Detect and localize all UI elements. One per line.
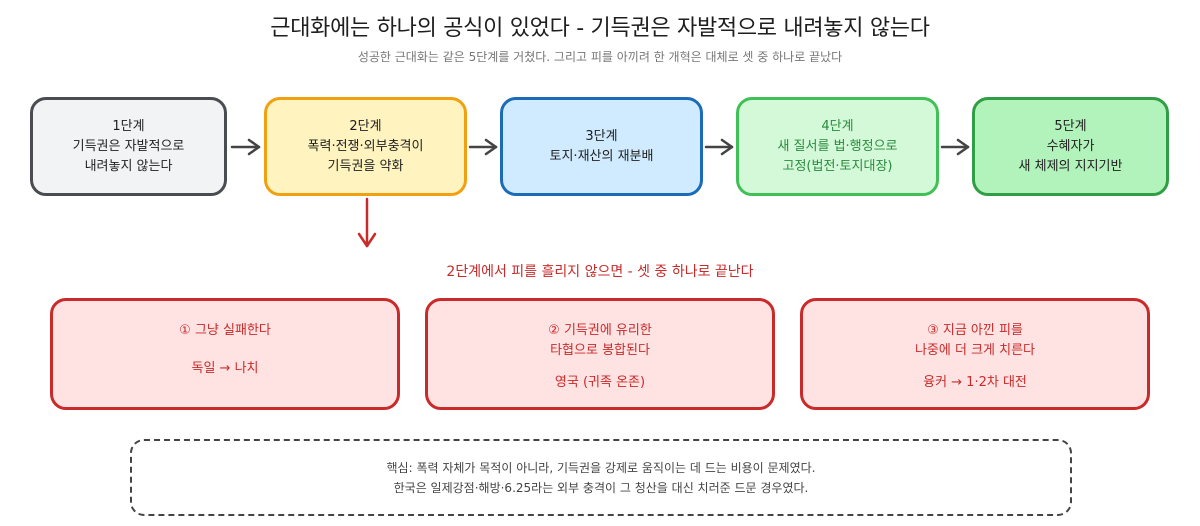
stage-2-line-2: 기득권을 약화 [327, 158, 404, 174]
stage-5-line-2: 새 체제의 지지기반 [1018, 158, 1123, 174]
stage-1-box: 1단계 기득권은 자발적으로 내려놓지 않는다 [30, 97, 227, 196]
stage-3-step: 3단계 [585, 128, 618, 144]
stage-2-line-1: 폭력·전쟁·외부충격이 [307, 138, 424, 154]
outcome-2-line-2: 타협으로 봉합된다 [550, 343, 650, 358]
outcome-1-box: ① 그냥 실패한다 독일 → 나치 [50, 298, 400, 410]
arrowhead-stage2-down [357, 232, 377, 248]
stage-5-box: 5단계 수혜자가 새 체제의 지지기반 [972, 97, 1169, 196]
page-subtitle: 성공한 근대화는 같은 5단계를 거쳤다. 그리고 피를 아끼려 한 개혁은 대… [357, 50, 843, 64]
stage-3-line-1: 토지·재산의 재분배 [549, 148, 654, 164]
outcome-2-line-1: ② 기득권에 유리한 [548, 323, 652, 338]
stage-4-step: 4단계 [821, 118, 854, 134]
stage-3-box: 3단계 토지·재산의 재분배 [500, 97, 703, 196]
stage-4-line-1: 새 질서를 법·행정으로 [777, 138, 898, 154]
core-summary-line-1: 핵심: 폭력 자체가 목적이 아니라, 기득권을 강제로 움직이는 데 드는 비… [386, 460, 816, 475]
outcome-3-line-1: ③ 지금 아낀 피를 [927, 323, 1023, 338]
outcome-1-example: 독일 → 나치 [191, 361, 259, 376]
branch-label: 2단계에서 피를 흘리지 않으면 - 셋 중 하나로 끝난다 [446, 264, 754, 280]
arrowhead-stage3-to-stage4 [720, 138, 734, 156]
core-summary-line-2: 한국은 일제강점·해방·6.25라는 외부 충격이 그 청산을 대신 치러준 드… [393, 480, 809, 495]
core-summary-box: 핵심: 폭력 자체가 목적이 아니라, 기득권을 강제로 움직이는 데 드는 비… [130, 439, 1072, 516]
stage-4-box: 4단계 새 질서를 법·행정으로 고정(법전·토지대장) [736, 97, 939, 196]
stage-2-box: 2단계 폭력·전쟁·외부충격이 기득권을 약화 [264, 97, 467, 196]
outcome-2-example: 영국 (귀족 온존) [554, 375, 646, 390]
stage-1-step: 1단계 [112, 118, 145, 134]
arrowhead-stage1-to-stage2 [247, 138, 261, 156]
arrowhead-stage4-to-stage5 [956, 138, 970, 156]
outcome-1-line-1: ① 그냥 실패한다 [179, 323, 271, 338]
stage-1-line-2: 내려놓지 않는다 [84, 158, 173, 174]
stage-4-line-2: 고정(법전·토지대장) [782, 158, 893, 174]
stage-1-line-1: 기득권은 자발적으로 [72, 138, 185, 154]
outcome-3-box: ③ 지금 아낀 피를 나중에 더 크게 치른다 융커 → 1·2차 대전 [800, 298, 1150, 410]
stage-2-step: 2단계 [349, 118, 382, 134]
stage-5-line-1: 수혜자가 [1046, 138, 1095, 154]
arrowhead-stage2-to-stage3 [484, 138, 498, 156]
outcome-3-example: 융커 → 1·2차 대전 [923, 375, 1027, 390]
page-title: 근대화에는 하나의 공식이 있었다 - 기득권은 자발적으로 내려놓지 않는다 [270, 16, 930, 41]
outcome-2-box: ② 기득권에 유리한 타협으로 봉합된다 영국 (귀족 온존) [425, 298, 775, 410]
outcome-3-line-2: 나중에 더 크게 치른다 [914, 343, 1036, 358]
stage-5-step: 5단계 [1054, 118, 1087, 134]
